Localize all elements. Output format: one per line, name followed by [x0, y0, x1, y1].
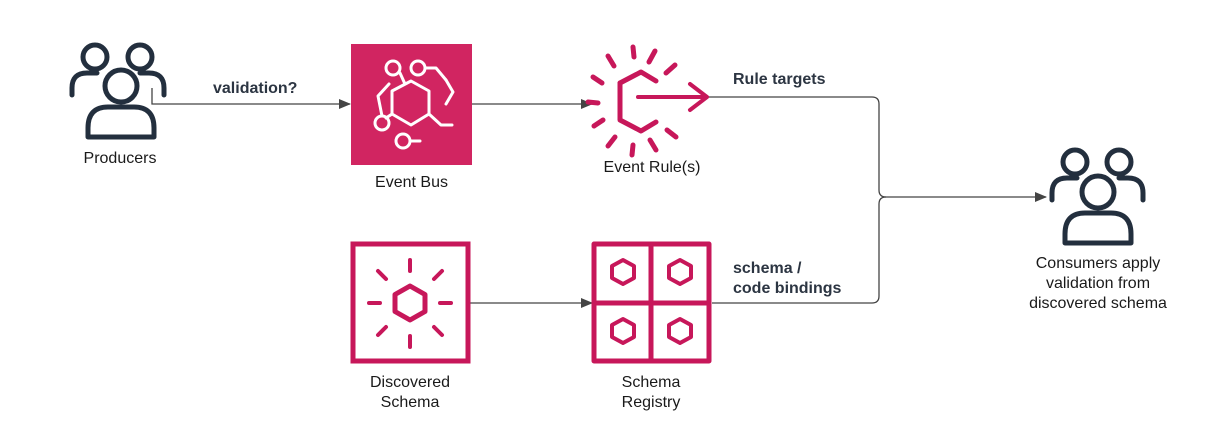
event-bus-icon: [351, 44, 472, 165]
edge-label-rule-targets: Rule targets: [733, 71, 826, 88]
producers-users-icon: [69, 42, 167, 140]
schema-registry-label: Schema Registry: [621, 374, 681, 411]
discovered-schema-label: Discovered Schema: [369, 374, 451, 411]
producers-label: Producers: [83, 150, 157, 167]
event-rule-label: Event Rule(s): [603, 159, 701, 176]
event-rule-icon: [585, 44, 709, 158]
edge-rule-to-consumers: [705, 96, 1047, 202]
connectors: [151, 88, 1047, 308]
consumers-label: Consumers apply validation from discover…: [1029, 255, 1167, 312]
schema-registry-icon: [591, 241, 712, 364]
consumers-users-icon: [1049, 147, 1146, 246]
edge-label-schema-bindings: schema / code bindings: [733, 260, 842, 297]
edge-registry-join: [712, 196, 887, 304]
edge-label-validation: validation?: [213, 80, 298, 97]
discovered-schema-icon: [350, 241, 471, 364]
edge-producers-to-bus: [151, 88, 351, 109]
event-bus-label: Event Bus: [375, 174, 448, 191]
